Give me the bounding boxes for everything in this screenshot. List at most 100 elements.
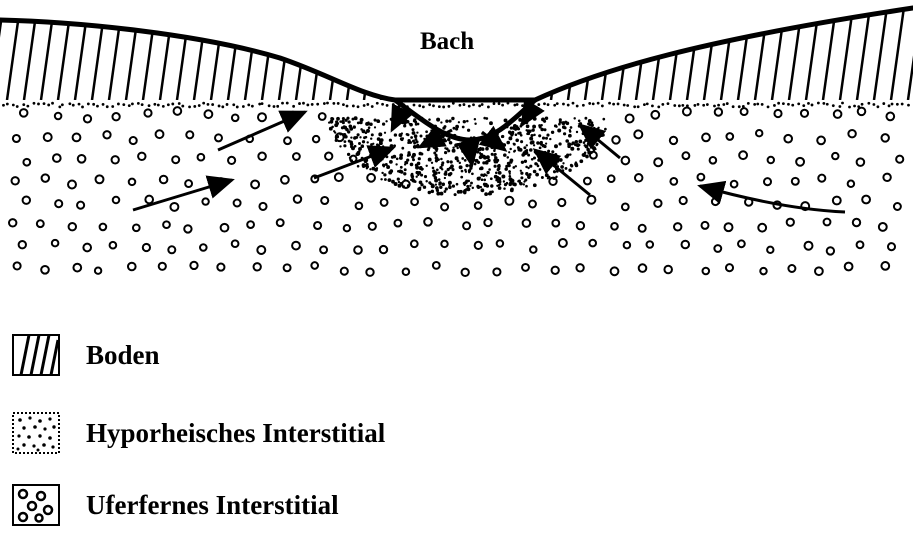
sediment-dot — [547, 177, 549, 179]
sediment-dot — [418, 104, 421, 107]
gravel-circle — [380, 246, 387, 253]
sediment-dot — [411, 128, 414, 131]
flow-arrow — [314, 148, 393, 178]
sediment-dot — [497, 164, 501, 168]
sediment-dot — [459, 104, 462, 107]
gravel-circle — [78, 155, 86, 163]
sediment-dot — [251, 105, 254, 108]
sediment-dot — [673, 104, 676, 107]
sediment-dot — [477, 148, 481, 152]
sediment-dot — [369, 122, 373, 126]
gravel-circle — [674, 223, 681, 230]
sediment-dot — [422, 168, 424, 170]
sediment-dot — [412, 140, 415, 143]
soil-hatch-line — [653, 0, 667, 100]
gravel-circle — [805, 242, 813, 250]
sediment-dot — [404, 179, 406, 181]
sediment-dot — [568, 134, 572, 138]
sediment-dot — [428, 158, 432, 162]
sediment-dot — [366, 103, 369, 106]
gravel-circle — [824, 219, 831, 226]
sediment-dot — [393, 155, 397, 159]
gravel-circle — [726, 133, 733, 140]
sediment-dot — [571, 141, 574, 144]
sediment-dot — [510, 159, 514, 163]
sediment-dot — [626, 104, 629, 107]
sediment-dot — [706, 103, 709, 106]
sediment-dot — [258, 103, 261, 106]
sediment-dot — [559, 120, 562, 123]
sediment-dot — [570, 126, 573, 129]
sediment-dot — [435, 150, 437, 152]
gravel-circle — [756, 130, 762, 136]
sediment-dot — [504, 167, 508, 171]
sediment-dot — [167, 103, 170, 106]
sediment-dot — [555, 176, 557, 178]
sediment-dot — [446, 147, 449, 150]
sediment-dot — [579, 159, 583, 163]
gravel-circle — [670, 178, 677, 185]
sediment-dot — [446, 160, 449, 163]
legend-label-distal: Uferfernes Interstitial — [86, 490, 339, 521]
sediment-dot — [547, 103, 550, 106]
sediment-dot — [661, 103, 664, 106]
sediment-dot — [72, 104, 75, 107]
hyporheic-dots-layer — [2, 102, 910, 197]
sediment-dot — [510, 179, 514, 183]
sediment-dot — [411, 175, 414, 178]
sediment-dot — [335, 120, 338, 123]
gravel-circle — [366, 269, 373, 276]
sediment-dot — [323, 102, 326, 105]
gravel-circle — [168, 246, 175, 253]
gravel-circle — [845, 263, 853, 271]
sediment-dot — [440, 158, 443, 161]
sediment-dot — [543, 102, 546, 105]
sediment-dot — [435, 183, 437, 185]
sediment-dot — [436, 118, 440, 122]
sediment-dot — [876, 105, 879, 108]
sediment-dot — [486, 171, 489, 174]
sediment-dot — [404, 119, 408, 123]
soil-hatch-line — [483, 0, 497, 100]
sediment-dot — [415, 166, 419, 170]
soil-hatch-line — [211, 0, 225, 100]
sediment-dot — [584, 152, 587, 155]
sediment-dot — [439, 186, 442, 189]
sediment-dot — [188, 105, 191, 108]
gravel-circle — [68, 181, 76, 189]
gravel-circle — [163, 221, 170, 228]
soil-hatch-line — [0, 0, 4, 100]
sediment-dot — [487, 106, 490, 109]
sediment-dot — [848, 106, 851, 109]
gravel-circle — [576, 264, 583, 271]
sediment-dot — [811, 104, 814, 107]
sediment-dot — [536, 163, 538, 165]
sediment-dot — [686, 104, 689, 107]
sediment-dot — [604, 128, 607, 131]
sediment-dot — [510, 127, 513, 130]
gravel-circle — [356, 202, 363, 209]
sediment-dot — [566, 121, 570, 125]
sediment-dot — [448, 173, 452, 177]
sediment-dot — [341, 120, 345, 124]
sediment-dot — [562, 103, 565, 106]
sediment-dot — [494, 153, 497, 156]
gravel-circle — [881, 262, 889, 270]
gravel-circle — [683, 108, 691, 116]
gravel-circle — [530, 246, 537, 253]
sediment-dot — [482, 161, 485, 164]
gravel-circle — [73, 134, 81, 142]
gravel-circle — [138, 153, 145, 160]
gravel-circle — [611, 223, 618, 230]
sediment-dot — [495, 179, 498, 182]
sediment-dot — [490, 177, 493, 180]
sediment-dot — [841, 102, 844, 105]
sediment-dot — [442, 182, 445, 185]
sediment-dot — [498, 171, 502, 175]
sediment-dot — [438, 178, 441, 181]
sediment-dot — [891, 103, 894, 106]
sediment-dot — [466, 120, 469, 123]
sediment-dot — [334, 132, 336, 134]
sediment-dot — [508, 170, 510, 172]
sediment-dot — [551, 131, 554, 134]
